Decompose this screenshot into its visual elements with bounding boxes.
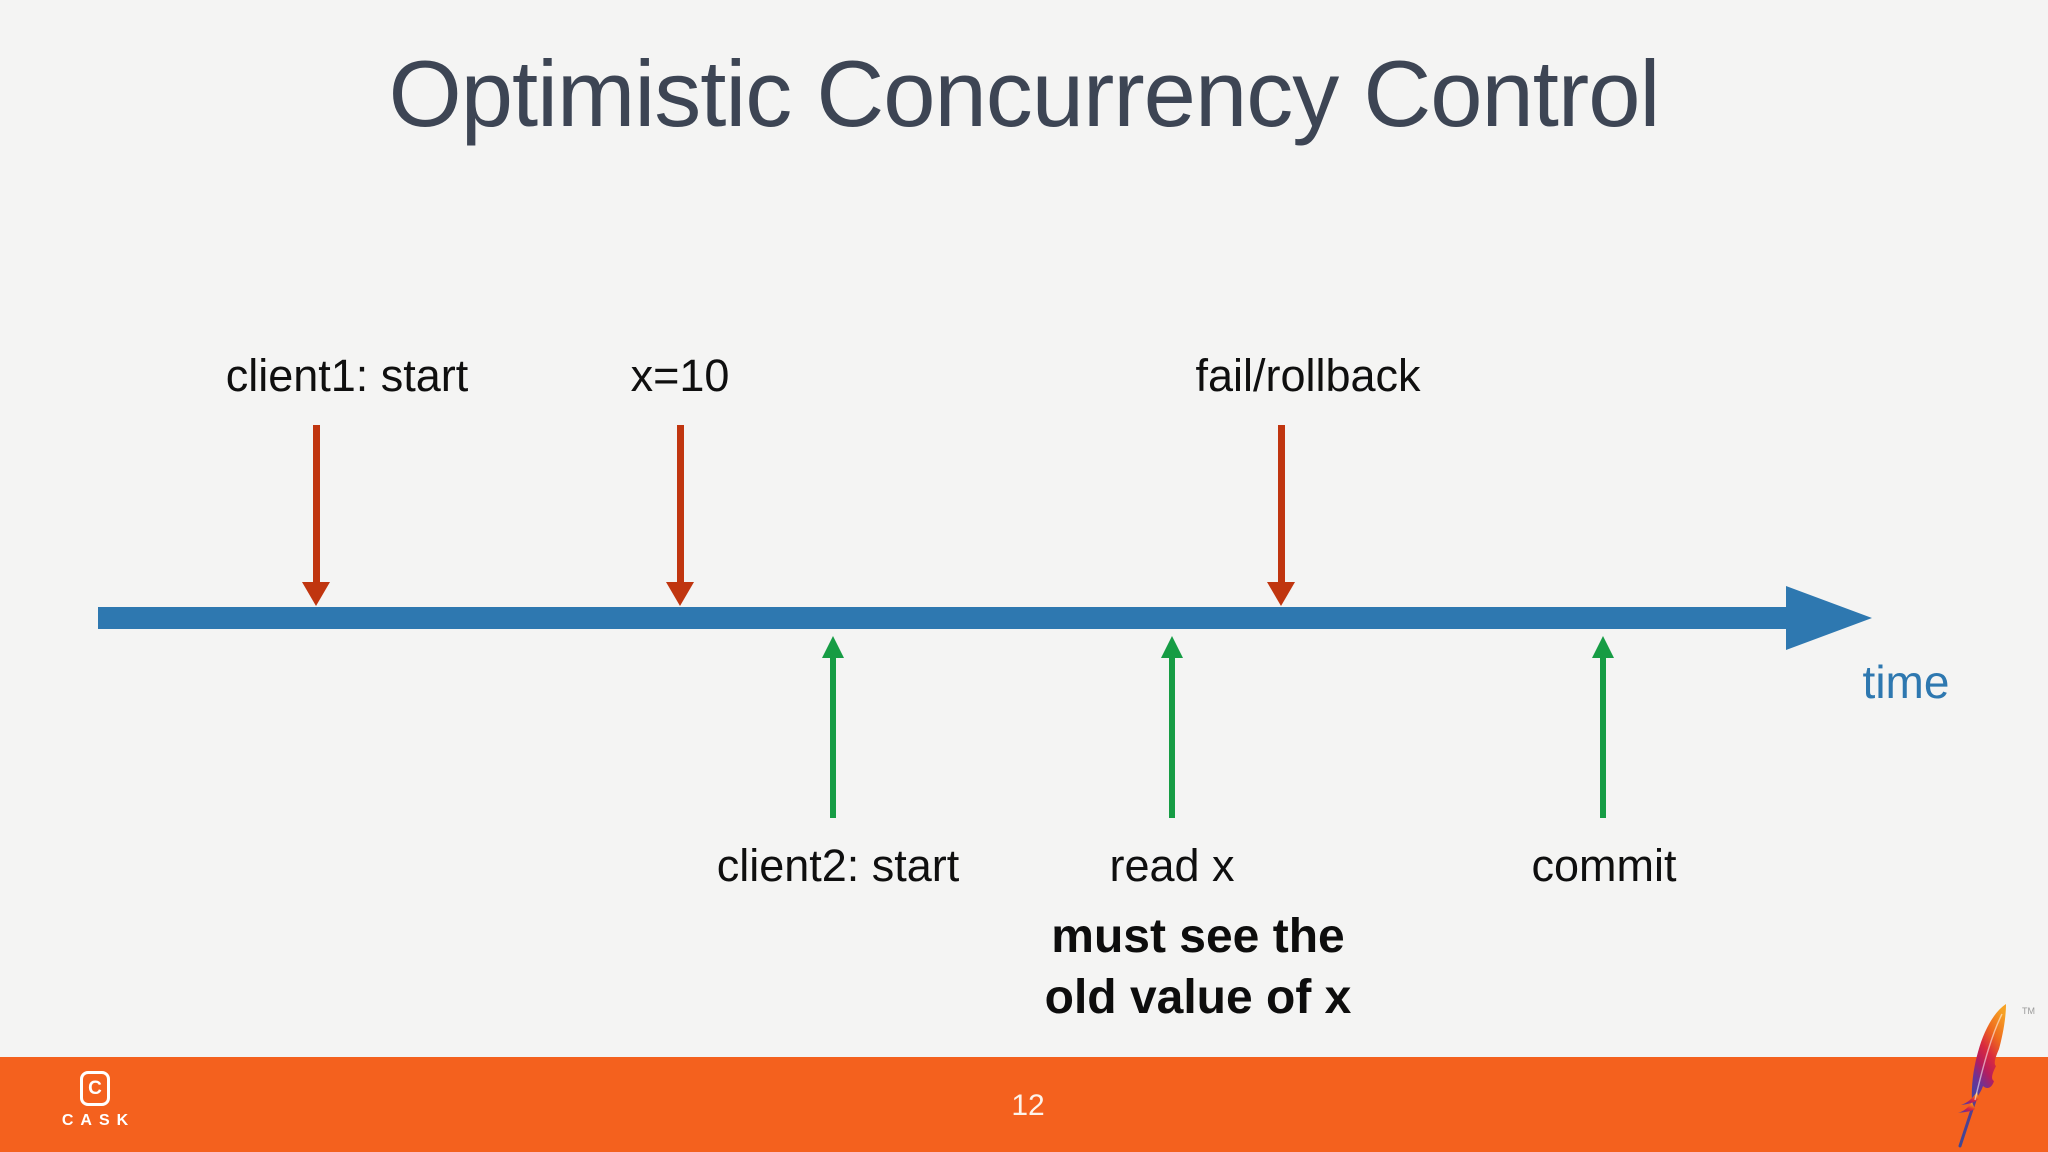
timeline-bar <box>98 607 1786 629</box>
trademark-text: TM <box>2022 1006 2035 1016</box>
time-axis-label: time <box>1862 656 1950 708</box>
client1-rollback-marker-down-icon <box>1267 425 1295 606</box>
arrow-shaft <box>312 425 320 582</box>
arrow-shaft <box>1277 425 1285 582</box>
client1-write-marker-down-icon <box>666 425 694 606</box>
timeline-arrow-head-icon <box>1786 586 1872 650</box>
arrow-head <box>666 582 694 606</box>
client2-commit-label: commit <box>1531 840 1677 891</box>
client1-start-marker-down-icon <box>302 425 330 606</box>
note-line-2: old value of x <box>1044 971 1352 1024</box>
arrow-head <box>1161 636 1183 658</box>
cask-wordmark: CASK <box>61 1112 136 1129</box>
arrow-head <box>302 582 330 606</box>
page-number: 12 <box>1011 1089 1045 1122</box>
client2-read-marker-up-icon <box>1161 636 1183 818</box>
arrow-shaft <box>676 425 684 582</box>
cask-badge-icon: C <box>80 1071 110 1106</box>
arrow-shaft <box>1169 658 1175 818</box>
arrow-head <box>1592 636 1614 658</box>
arrow-shaft <box>830 658 836 818</box>
client2-start-marker-up-icon <box>822 636 844 818</box>
client1-rollback-label: fail/rollback <box>1195 350 1421 401</box>
arrow-head <box>822 636 844 658</box>
cask-logo: C CASK <box>40 1071 150 1130</box>
slide-title: Optimistic Concurrency Control <box>388 41 1661 146</box>
client1-write-label: x=10 <box>630 350 730 401</box>
note-line-1: must see the <box>1051 910 1345 963</box>
arrow-shaft <box>1600 658 1606 818</box>
client2-start-label: client2: start <box>716 840 960 891</box>
client2-read-label: read x <box>1109 840 1235 891</box>
client1-start-label: client1: start <box>225 350 469 401</box>
read-consistency-note: must see the old value of x <box>1045 906 1352 1028</box>
arrow-head <box>1267 582 1295 606</box>
client2-commit-marker-up-icon <box>1592 636 1614 818</box>
footer-bar: C CASK 12 <box>0 1057 2048 1152</box>
apache-feather-icon: TM TM <box>1944 1000 2036 1150</box>
